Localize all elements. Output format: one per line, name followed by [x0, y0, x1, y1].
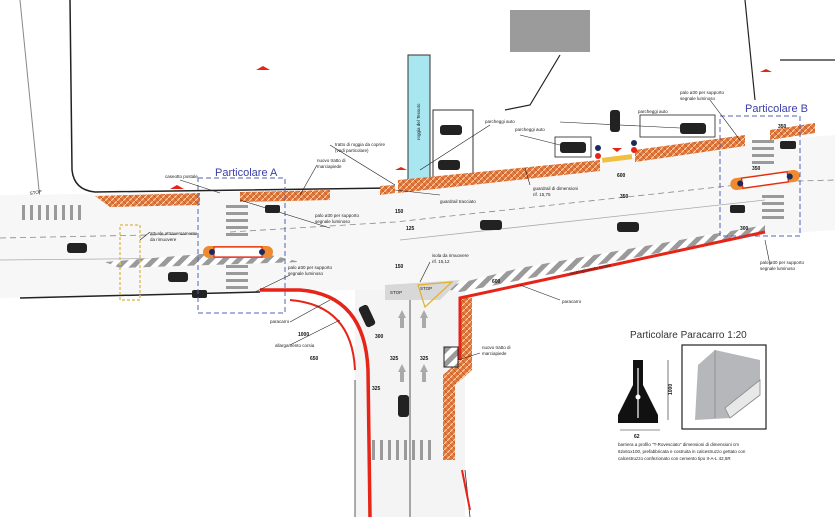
palo-1-l1: palo ø30 per supporto — [315, 213, 360, 218]
isola-l1: isola da rimuovere — [432, 253, 469, 258]
cordoli-2-l1: guardrail di dimensioni — [533, 186, 578, 191]
cars — [67, 110, 796, 417]
palo-2-l1: palo ø30 per supporto — [680, 90, 725, 95]
paracarro-caption-2: 62x61x100, prefabbricata e costruita in … — [618, 449, 746, 454]
svg-text:150: 150 — [395, 264, 404, 270]
nuovo-tratto-1-l2: marciapiede — [317, 164, 342, 169]
parcheggi-3-label: parcheggi auto — [638, 109, 668, 114]
particolare-a-title: Particolare A — [215, 167, 278, 179]
stop-3: STOP — [29, 189, 42, 196]
sidewalk-north-f — [770, 123, 815, 140]
warning-triangles — [170, 66, 772, 189]
bollard-red — [595, 147, 637, 159]
nuovo-tratto-2-l1: nuovo tratto di — [482, 345, 511, 350]
road-edge-north — [69, 0, 391, 193]
red-curb-east — [458, 230, 766, 360]
red-curb-south — [461, 469, 471, 511]
parcheggi-2-label: parcheggi auto — [515, 127, 545, 132]
bollards — [595, 140, 637, 151]
red-curb-west-inner — [289, 299, 356, 371]
nuovo-tratto-1-l1: nuovo tratto di — [317, 158, 346, 163]
nuovo-tratto-2-l2: marciapiede — [482, 351, 507, 356]
stop-1: STOP — [390, 290, 402, 295]
canal-label: roggia del Tessuto — [416, 103, 421, 140]
paracarro-detail: Particolare Paracarro 1:20 1000 62 barri… — [618, 330, 767, 461]
old-crossing — [119, 224, 141, 301]
particolare-a-box — [197, 177, 286, 314]
island-southeast — [440, 225, 765, 292]
manhole-hatch — [443, 346, 459, 368]
crosswalk-a — [226, 205, 248, 289]
red-curb-west — [260, 288, 372, 517]
paracarro-width: 62 — [634, 434, 640, 440]
yellow-island — [417, 281, 454, 309]
attuale-l2: da rimuovere — [150, 237, 177, 242]
svg-text:600: 600 — [492, 279, 501, 285]
palo-3-l2: segnale luminoso — [288, 271, 324, 276]
dimension-labels: 600 350 300 350 350 1000 300 650 325 325… — [298, 124, 787, 392]
paracarro-caption-3: calcestruzzo confezionato con cemento ti… — [618, 456, 731, 461]
island-stop — [385, 280, 460, 300]
svg-text:325: 325 — [390, 356, 399, 362]
palo-4-l1: palo ø30 per supporto — [760, 260, 805, 265]
particolare-b-box — [719, 115, 801, 237]
sidewalk-north-e — [635, 135, 745, 162]
svg-text:300: 300 — [375, 334, 384, 340]
road-edge-north-left — [19, 0, 41, 201]
cordoli-1-label: guardrail tracciato — [440, 199, 476, 204]
svg-text:125: 125 — [406, 226, 415, 232]
sidewalk-south-new — [443, 298, 472, 460]
attuale-l1: attuale attraversamento — [150, 231, 198, 236]
tratto-roggia-l2: (vedi particolare) — [335, 148, 369, 153]
sidewalk-north-a — [95, 193, 200, 207]
building — [510, 10, 590, 52]
svg-text:325: 325 — [372, 386, 381, 392]
palo-4-l2: segnale luminoso — [760, 266, 796, 271]
cordoli-2-l2: rif. 15,75 — [533, 192, 551, 197]
crosswalk-west — [22, 205, 81, 220]
paracarro-caption-1: barriera a profilo "T-Rovesciato" dimens… — [618, 442, 739, 447]
direction-arrows — [398, 310, 428, 382]
refuge-island-b — [730, 169, 800, 191]
leader-lines — [139, 99, 771, 361]
refuge-island-a — [203, 246, 273, 258]
isola-l2: rif. 15,12 — [432, 259, 450, 264]
building-outline — [504, 0, 835, 111]
svg-text:650: 650 — [310, 356, 319, 362]
caseotto-label: caseotto postale — [165, 174, 198, 179]
svg-text:350: 350 — [778, 124, 787, 130]
svg-text:1000: 1000 — [298, 332, 309, 338]
paracarro-2-label: paracarro — [562, 299, 582, 304]
paracarro-label: paracarro — [270, 319, 290, 324]
sidewalk-north-d — [398, 160, 600, 193]
sidewalk-north-c — [380, 185, 395, 195]
palo-3-l1: palo ø30 per supporto — [288, 265, 333, 270]
stop-2: STOP — [420, 286, 432, 291]
svg-text:600: 600 — [617, 173, 626, 179]
palo-1-l2: segnale luminoso — [315, 219, 351, 224]
tratto-roggia-l1: tratto di roggia da coprire — [335, 142, 386, 147]
allargamento-label: allargamento corsia — [275, 343, 315, 348]
paracarro-title: Particolare Paracarro 1:20 — [630, 330, 747, 341]
parcheggi-1-label: parcheggi auto — [485, 119, 515, 124]
svg-text:350: 350 — [620, 194, 629, 200]
crosswalk-south — [372, 440, 431, 460]
svg-text:300: 300 — [740, 226, 749, 232]
crosswalk-b — [752, 140, 784, 219]
svg-text:350: 350 — [752, 166, 761, 172]
palo-2-l2: segnale luminoso — [680, 96, 716, 101]
paracarro-height: 1000 — [668, 384, 674, 395]
svg-text:150: 150 — [395, 209, 404, 215]
svg-text:325: 325 — [420, 356, 429, 362]
particolare-b-title: Particolare B — [745, 103, 808, 115]
yellow-strip — [601, 154, 633, 163]
